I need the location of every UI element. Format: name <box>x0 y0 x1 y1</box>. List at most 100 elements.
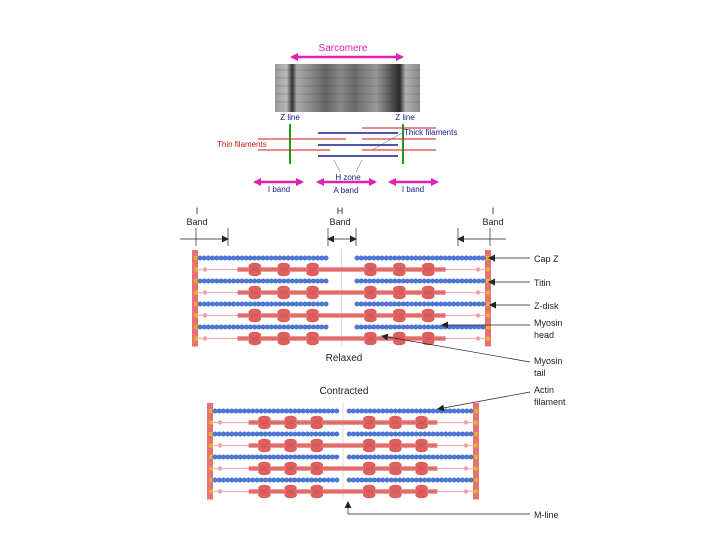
actin-bead <box>275 477 281 483</box>
actin-bead <box>285 324 291 330</box>
cap-z-marker <box>194 256 198 260</box>
actin-bead <box>292 408 298 414</box>
myosin-head <box>389 468 402 476</box>
cap-z-marker <box>209 443 213 448</box>
myosin-head <box>389 445 402 453</box>
actin-bead <box>404 278 410 284</box>
actin-bead <box>367 301 373 307</box>
actin-bead <box>218 255 224 261</box>
actin-bead <box>210 255 216 261</box>
actin-bead <box>443 477 449 483</box>
actin-bead <box>367 477 373 483</box>
myosin-tail <box>237 290 446 295</box>
myosin-head <box>364 292 377 300</box>
myosin-head <box>393 308 406 316</box>
actin-bead <box>296 477 302 483</box>
actin-bead <box>256 324 262 330</box>
cap-z-marker <box>209 466 213 471</box>
actin-bead <box>313 454 319 460</box>
actin-bead <box>480 301 486 307</box>
thick-filaments-pointer <box>371 131 405 151</box>
actin-bead <box>413 278 419 284</box>
actin-bead <box>455 431 461 437</box>
actin-bead <box>459 278 465 284</box>
myosin-head <box>284 438 297 446</box>
actin-bead <box>325 431 331 437</box>
actin-bead <box>392 408 398 414</box>
actin-bead <box>451 477 457 483</box>
i-band-left-line1: I <box>196 206 199 216</box>
actin-bead <box>275 431 281 437</box>
actin-bead <box>229 408 235 414</box>
actin-bead <box>346 454 352 460</box>
z-disk-right <box>473 403 479 500</box>
i-band-right-line2: Band <box>482 217 503 227</box>
actin-bead <box>362 278 368 284</box>
actin-bead <box>205 278 211 284</box>
actin-bead <box>413 255 419 261</box>
actin-bead <box>300 408 306 414</box>
actin-bead <box>443 454 449 460</box>
actin-bead <box>247 301 253 307</box>
actin-bead <box>480 278 486 284</box>
actin-bead <box>447 408 453 414</box>
actin-bead <box>392 255 398 261</box>
actin-bead <box>380 408 386 414</box>
actin-bead <box>246 454 252 460</box>
band-measure-lines <box>180 228 506 246</box>
myosin-head <box>415 438 428 446</box>
actin-bead <box>268 324 274 330</box>
actin-bead <box>218 301 224 307</box>
actin-bead <box>226 255 232 261</box>
actin-bead <box>310 278 316 284</box>
actin-bead <box>225 431 231 437</box>
actin-bead <box>467 255 473 261</box>
actin-bead <box>375 278 381 284</box>
myosin-head <box>310 484 323 492</box>
actin-bead <box>212 431 218 437</box>
actin-bead <box>302 301 308 307</box>
actin-bead <box>430 278 436 284</box>
actin-bead <box>421 255 427 261</box>
actin-bead <box>426 431 432 437</box>
cap-z-marker <box>486 290 490 295</box>
actin-bead <box>298 278 304 284</box>
actin-bead <box>354 324 360 330</box>
cap-z-marker <box>474 466 478 471</box>
actin-bead <box>476 324 482 330</box>
actin-bead <box>430 454 436 460</box>
actin-bead <box>446 301 452 307</box>
myosin-head <box>306 338 319 346</box>
actin-bead <box>392 431 398 437</box>
actin-bead <box>459 255 465 261</box>
actin-bead <box>250 431 256 437</box>
actin-bead <box>430 255 436 261</box>
actin-bead <box>417 301 423 307</box>
myosin-head <box>363 445 376 453</box>
actin-bead <box>467 278 473 284</box>
actin-bead <box>294 278 300 284</box>
actin-bead <box>400 255 406 261</box>
actin-bead <box>300 454 306 460</box>
actin-bead <box>371 301 377 307</box>
actin-bead <box>467 324 473 330</box>
actin-bead <box>434 454 440 460</box>
titin-anchor <box>475 267 481 272</box>
myosin-head <box>415 491 428 499</box>
actin-bead <box>197 324 203 330</box>
actin-bead <box>226 324 232 330</box>
actin-bead <box>201 301 207 307</box>
cap-z-marker <box>486 313 490 318</box>
actin-bead <box>214 278 220 284</box>
actin-bead <box>247 278 253 284</box>
actin-bead <box>258 431 264 437</box>
actin-bead <box>397 431 403 437</box>
myosin-head <box>389 438 402 446</box>
actin-bead <box>383 255 389 261</box>
myosin-head <box>364 308 377 316</box>
actin-bead <box>443 408 449 414</box>
actin-bead <box>404 255 410 261</box>
actin-bead <box>239 278 245 284</box>
actin-bead <box>451 324 457 330</box>
actin-bead <box>422 408 428 414</box>
